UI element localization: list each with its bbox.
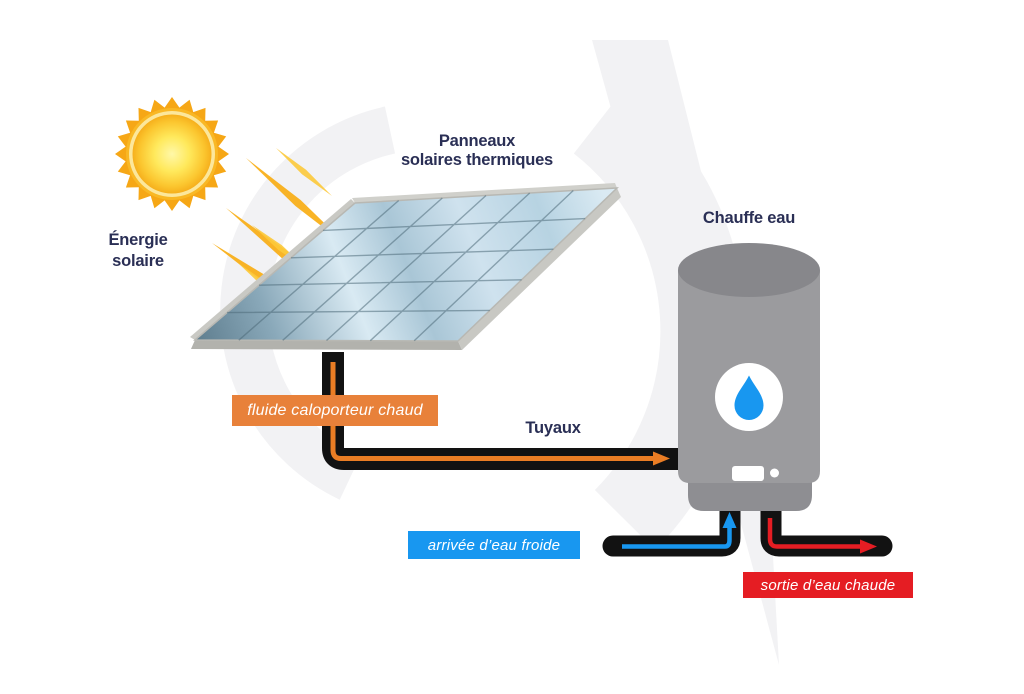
pipe-hot-outlet-body bbox=[760, 494, 893, 557]
solar-energy-label-line1: Énergie bbox=[108, 231, 168, 249]
solar-panels-label-line2: solaires thermiques bbox=[400, 150, 554, 169]
pipe-cold-inlet bbox=[602, 494, 741, 557]
hot-fluid-arrow-icon bbox=[653, 451, 670, 466]
hot-fluid-tag: fluide caloporteur chaud bbox=[232, 395, 438, 426]
cold-inlet-arrow-icon bbox=[722, 512, 737, 528]
water-heater bbox=[678, 243, 820, 511]
solar-panels-label-line1: Panneaux bbox=[438, 132, 516, 150]
water-drop-icon bbox=[734, 375, 764, 420]
heater-indicator-dot bbox=[770, 468, 779, 478]
sun-icon bbox=[115, 97, 229, 211]
hot-outlet-flow-line bbox=[767, 518, 861, 549]
solar-panel bbox=[190, 183, 621, 350]
hot-fluid-flow-line bbox=[330, 362, 654, 461]
pipe-hot-fluid bbox=[322, 352, 682, 470]
cold-water-inlet-tag: arrivée d’eau froide bbox=[408, 531, 580, 559]
sun-disc bbox=[132, 114, 212, 194]
solar-panels-label: Panneaux solaires thermiques bbox=[377, 132, 577, 169]
hot-outlet-arrow-icon bbox=[860, 539, 877, 554]
water-heater-label: Chauffe eau bbox=[702, 209, 796, 227]
solar-energy-label-line2: solaire bbox=[112, 252, 164, 270]
solar-energy-label: Énergie solaire bbox=[90, 230, 186, 272]
pipes-label: Tuyaux bbox=[525, 419, 581, 437]
heater-top bbox=[678, 243, 820, 297]
pipe-hot-outlet bbox=[760, 494, 893, 557]
cold-inlet-flow-line bbox=[622, 524, 732, 549]
heater-control-panel bbox=[732, 466, 764, 481]
hot-water-outlet-tag: sortie d’eau chaude bbox=[743, 572, 913, 598]
panel-grid bbox=[226, 189, 586, 342]
